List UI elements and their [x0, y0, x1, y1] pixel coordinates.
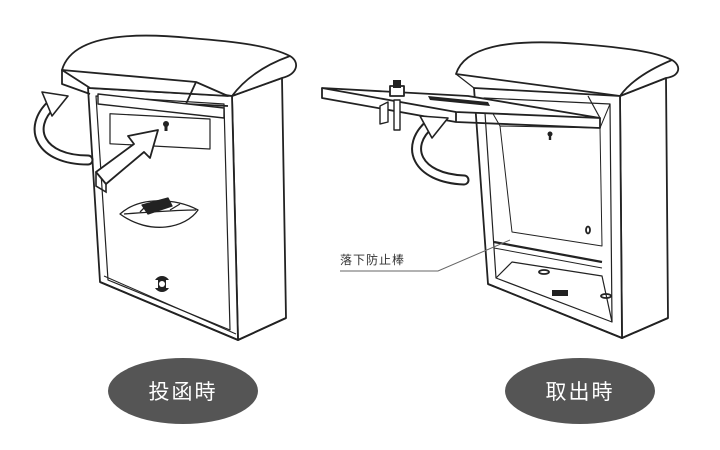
mailbox-right-body-side	[619, 77, 669, 339]
anti-fall-bar-label: 落下防止棒	[340, 253, 406, 267]
curved-lid-arrow-icon	[33, 91, 94, 166]
mailbox-open-illustration	[321, 41, 680, 339]
door-lock-icon	[379, 80, 405, 131]
mailbox-left-flap	[61, 69, 229, 97]
mailbox-left-roof	[61, 34, 297, 97]
insert-caption-text: 投函時	[148, 380, 218, 404]
lock-icon	[154, 276, 170, 292]
insert-arrow-icon	[95, 129, 159, 194]
mailbox-left-slot	[97, 93, 225, 119]
leaf-emblem-icon	[119, 197, 199, 228]
mailbox-left-body-side	[231, 77, 287, 341]
anti-fall-bar	[493, 240, 603, 264]
mailbox-closed-illustration	[61, 34, 297, 341]
takeout-caption-badge: 取出時	[505, 358, 655, 424]
curved-door-arrow-icon	[411, 115, 470, 186]
insert-caption-badge: 投函時	[108, 358, 258, 424]
takeout-caption-text: 取出時	[545, 380, 615, 404]
mailbox-right-roof	[455, 41, 680, 97]
callout-leader-line	[340, 239, 511, 272]
